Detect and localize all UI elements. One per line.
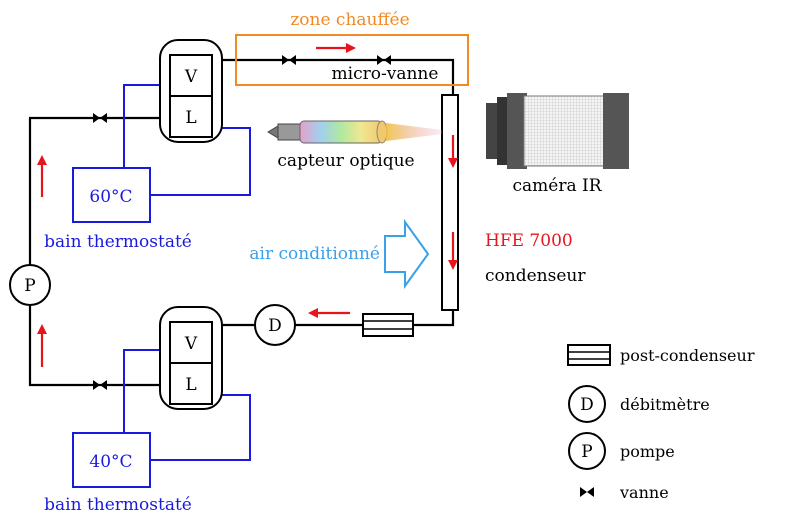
legend-flowmeter-letter: D [580,395,594,415]
valve-heated-right[interactable] [377,55,391,65]
bath-bottom-label: bain thermostaté [44,495,192,515]
reservoir-bottom [159,306,223,410]
condenser [441,94,459,311]
ir-camera [486,93,629,169]
fluid-label: HFE 7000 [485,231,573,251]
legend-post-condenser-symbol [567,344,611,366]
legend-pump-letter: P [581,442,592,462]
reservoir-top-liquid: L [185,108,196,128]
reservoir-top [159,39,223,143]
flowmeter[interactable] [254,304,296,346]
reservoir-bottom-vapor: V [184,334,198,354]
pump-symbol: P [24,276,35,296]
legend-flowmeter: débitmètre [620,395,710,414]
air-arrow [384,218,430,290]
bath-top-temp: 60°C [89,187,132,207]
flowmeter-symbol: D [268,316,282,336]
air-label: air conditionné [249,244,380,264]
heated-zone-box [235,34,469,86]
legend-pump-symbol [568,432,606,470]
flow-arrows [37,43,458,367]
bath-top [72,167,151,223]
bath-bottom-temp: 40°C [89,452,132,472]
post-condenser [362,313,414,337]
reservoir-top-vapor: V [184,67,198,87]
valve-bottom-left[interactable] [93,380,107,390]
micro-valve-label: micro-vanne [332,64,439,84]
legend-post-condenser: post-condenseur [620,346,755,365]
legend-flowmeter-symbol [568,385,606,423]
bath-lines [123,84,251,461]
pump[interactable] [9,264,51,306]
ir-camera-label: caméra IR [512,176,602,196]
fluid-pipes [28,58,455,387]
optical-sensor [267,120,442,144]
valve-top-left[interactable] [93,113,107,123]
legend-valve: vanne [619,483,669,502]
legend-valve-symbol [580,487,594,497]
legend: post-condenseur D débitmètre P pompe van… [567,344,755,502]
legend-pump: pompe [620,442,675,461]
heated-zone-label: zone chauffée [290,10,409,30]
condenser-label: condenseur [485,266,586,286]
optical-sensor-label: capteur optique [277,151,414,171]
valve-heated-left[interactable] [282,55,296,65]
bath-top-label: bain thermostaté [44,232,192,252]
bath-bottom [72,432,151,488]
reservoir-bottom-liquid: L [185,375,196,395]
